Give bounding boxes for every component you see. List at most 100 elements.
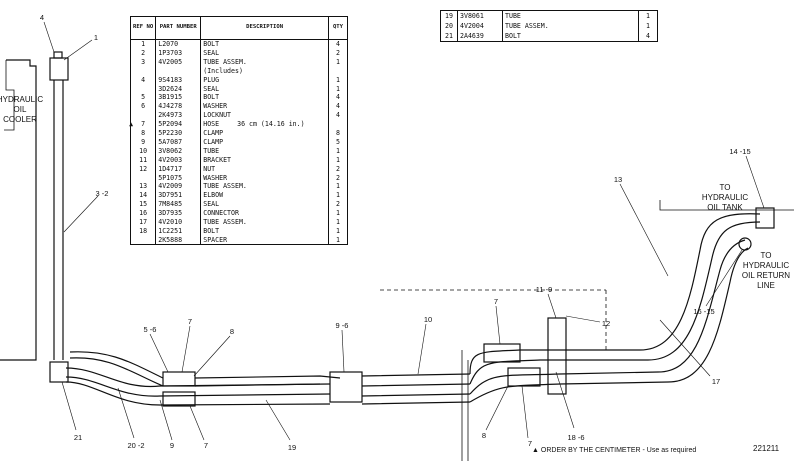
description-text: CLAMP xyxy=(203,137,224,146)
hose-clamp-lower xyxy=(162,391,196,407)
row-description: HOSE 36 cm (14.16 in.) xyxy=(201,120,329,129)
row-part-number: 4V2009 xyxy=(155,182,202,192)
row-qty: 1 xyxy=(638,10,658,21)
oil-cooler-label-line3: COOLER xyxy=(3,115,37,124)
row-description: SPACER xyxy=(201,236,329,245)
row-ref: 14 xyxy=(130,191,157,201)
return-line-label-line2: HYDRAULIC xyxy=(743,261,789,270)
leader-3-2 xyxy=(63,195,99,233)
callout-16-15: 16 -15 xyxy=(693,307,714,316)
leader-1 xyxy=(63,39,93,61)
hose-7b xyxy=(483,343,521,363)
row-description: (Includes) xyxy=(201,67,329,76)
row-qty: 1 xyxy=(328,191,348,201)
row-qty: 1 xyxy=(328,57,348,67)
description-text: BOLT xyxy=(203,226,220,235)
row-part-number: 7M8485 xyxy=(155,200,202,209)
return-fitting xyxy=(738,237,752,251)
row-qty: 1 xyxy=(328,182,348,192)
description-text: TUBE xyxy=(203,146,220,155)
row-part-number xyxy=(155,66,202,76)
row-ref: 8 xyxy=(130,128,157,138)
row-part-number: 1P3703 xyxy=(155,48,202,58)
row-qty: 1 xyxy=(328,226,348,236)
row-ref: 5 xyxy=(130,93,157,103)
row-part-number: 9S4183 xyxy=(155,75,202,85)
header-description: DESCRIPTION xyxy=(200,16,329,40)
return-line-label-line3: OIL RETURN xyxy=(742,271,790,280)
description-text: HOSE xyxy=(203,120,220,129)
callout-13: 13 xyxy=(614,175,622,184)
row-part-number: 5P2094 xyxy=(155,120,202,129)
oil-cooler-outline xyxy=(0,59,37,361)
oil-cooler-inner xyxy=(4,60,15,131)
callout-1: 1 xyxy=(94,33,98,42)
row-part-number: 5P2230 xyxy=(155,128,202,138)
row-qty: 4 xyxy=(328,111,348,121)
tube-3 xyxy=(53,80,64,360)
description-text: ELBOW xyxy=(203,191,224,200)
row-part-number: 3D7935 xyxy=(155,208,202,218)
description-text: TUBE xyxy=(505,11,521,20)
row-description: BRACKET xyxy=(201,156,329,165)
row-description: CLAMP xyxy=(201,138,329,147)
callout-7c: 7 xyxy=(204,441,208,450)
row-ref xyxy=(130,235,157,245)
leader-18-6 xyxy=(555,371,575,429)
row-qty xyxy=(328,66,348,76)
description-text: LOCKNUT xyxy=(203,111,232,120)
tube-upper xyxy=(194,375,341,379)
row-description: WASHER xyxy=(201,102,329,111)
description-text: TUBE ASSEM. xyxy=(505,21,549,30)
description-text: WASHER xyxy=(203,173,228,182)
leader-7d xyxy=(521,385,529,439)
row-ref: 20 xyxy=(440,21,458,31)
row-part-number: 4V2004 xyxy=(457,21,503,31)
description-note: 36 cm (14.16 in.) xyxy=(237,120,305,129)
description-text: WASHER xyxy=(203,102,228,111)
callout-9-6: 9 -6 xyxy=(336,321,349,330)
hose-8b xyxy=(507,367,541,387)
leader-7b xyxy=(495,305,501,345)
description-text: BOLT xyxy=(203,93,220,102)
tube-13 xyxy=(469,213,761,375)
order-footnote: ▲ ORDER BY THE CENTIMETER - Use as requi… xyxy=(532,447,696,454)
footnote-text: ORDER BY THE CENTIMETER - Use as require… xyxy=(540,447,697,454)
row-ref: 2 xyxy=(130,48,157,58)
row-part-number: L2070 xyxy=(155,39,202,49)
description-text: SEAL xyxy=(203,200,220,209)
row-qty: 2 xyxy=(328,48,348,58)
lower-flange xyxy=(49,361,69,383)
ref-text: 7 xyxy=(141,120,146,129)
row-ref: 15 xyxy=(130,200,157,209)
callout-12: 12 xyxy=(602,319,610,328)
row-description: LOCKNUT xyxy=(201,111,329,120)
hose-clamp-upper xyxy=(162,371,196,387)
leader-8a xyxy=(193,335,231,377)
return-line-label-line4: LINE xyxy=(757,281,775,290)
frame-line xyxy=(380,289,607,350)
description-text: TUBE ASSEM. xyxy=(203,217,247,226)
description-text: PLUG xyxy=(203,75,220,84)
row-description: TUBE xyxy=(503,11,639,22)
row-description: SEAL xyxy=(201,49,329,58)
row-qty: 4 xyxy=(638,31,658,42)
row-part-number: 4V2003 xyxy=(155,155,202,165)
callout-11-9: 11 -9 xyxy=(536,285,553,294)
row-description: SEAL xyxy=(201,84,329,93)
oil-tank-label-line2: HYDRAULIC xyxy=(702,193,748,202)
oil-tank-label-line1: TO xyxy=(720,183,731,192)
upper-flange-bolt xyxy=(53,51,63,59)
